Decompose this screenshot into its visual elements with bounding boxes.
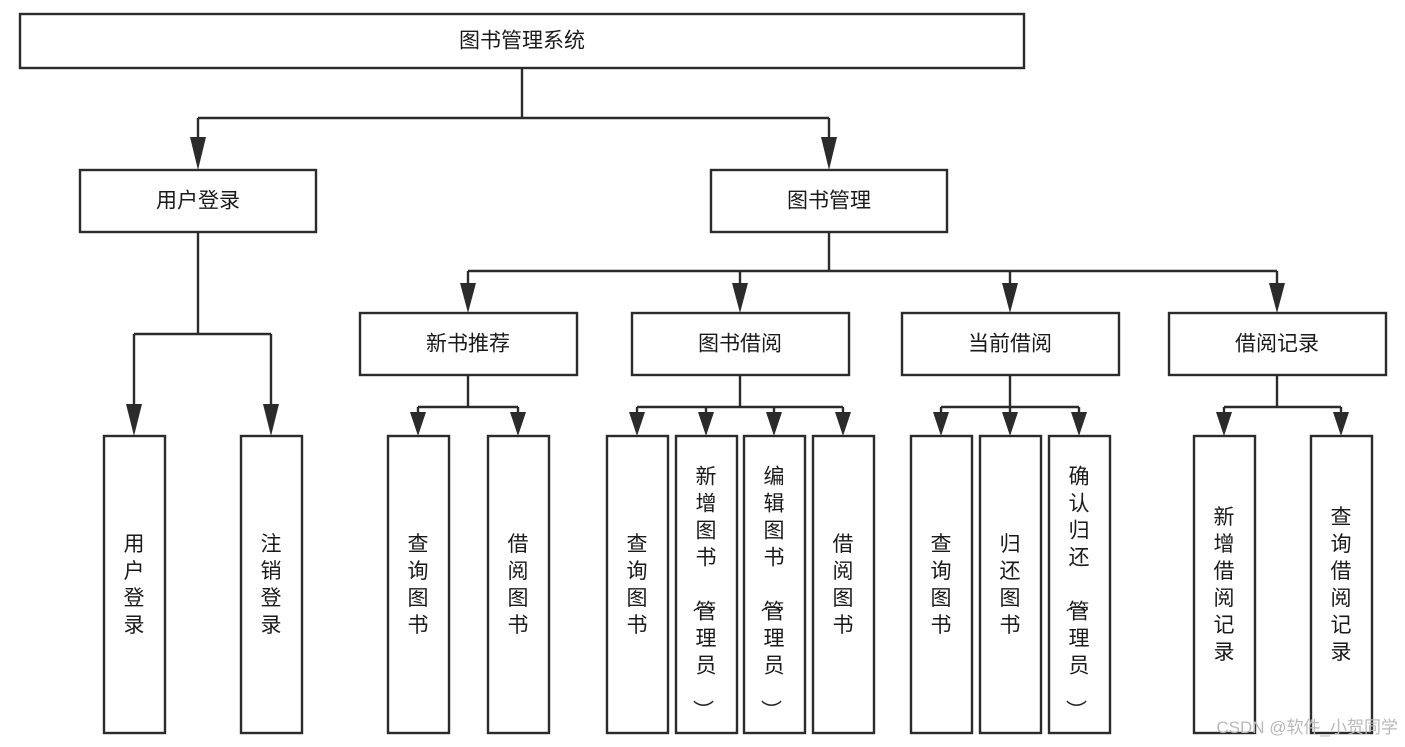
node-label-book-manage: 图书管理: [787, 190, 871, 213]
node-leaf-add-record[interactable]: 新增借阅记录: [1192, 434, 1257, 735]
node-leaf-edit-book[interactable]: 编辑图书（管理员）: [742, 434, 807, 735]
connector-layer: [126, 68, 1349, 436]
arrow-head-icon: [835, 412, 851, 436]
node-leaf-query-book-1[interactable]: 查询图书: [386, 434, 451, 735]
arrow-head-icon: [1269, 283, 1285, 313]
node-leaf-confirm-return[interactable]: 确认归还（管理员）: [1047, 434, 1112, 735]
node-leaf-user-login[interactable]: 用户登录: [102, 434, 167, 735]
node-label-leaf-query-book-2: 查询图书: [627, 533, 648, 637]
node-label-leaf-confirm-return: 确认归还（管理员）: [1064, 466, 1090, 721]
connector-root-to-level2: [190, 68, 837, 170]
connector-user-login-to-leaves: [126, 232, 279, 436]
node-label-current-borrow: 当前借阅: [968, 333, 1052, 356]
node-label-leaf-user-logout: 注销登录: [261, 533, 282, 637]
node-label-leaf-return-book: 归还图书: [1000, 533, 1021, 637]
node-book-manage[interactable]: 图书管理: [709, 168, 949, 234]
connector-borrow-record-to-leaves: [1216, 375, 1349, 436]
arrow-head-icon: [698, 412, 714, 436]
node-leaf-return-book[interactable]: 归还图书: [978, 434, 1043, 735]
node-leaf-borrow-book-1[interactable]: 借阅图书: [486, 434, 551, 735]
node-borrow-record[interactable]: 借阅记录: [1167, 311, 1388, 377]
node-user-login[interactable]: 用户登录: [78, 168, 318, 234]
node-label-leaf-borrow-book-1: 借阅图书: [508, 533, 529, 637]
node-new-book-rec[interactable]: 新书推荐: [358, 311, 579, 377]
arrow-head-icon: [1333, 412, 1349, 436]
node-label-book-borrow: 图书借阅: [698, 333, 782, 356]
arrow-head-icon: [821, 137, 837, 170]
arrow-head-icon: [1002, 283, 1018, 313]
node-label-leaf-edit-book: 编辑图书（管理员）: [759, 466, 785, 721]
node-leaf-user-logout[interactable]: 注销登录: [239, 434, 304, 735]
connector-book-borrow-to-leaves: [629, 375, 851, 436]
connector-book-manage-to-level3: [460, 232, 1285, 313]
arrow-head-icon: [1216, 412, 1232, 436]
node-label-user-login: 用户登录: [156, 190, 240, 213]
node-current-borrow[interactable]: 当前借阅: [900, 311, 1121, 377]
node-label-borrow-record: 借阅记录: [1235, 333, 1319, 356]
csdn-watermark: CSDN @软件_小贺同学: [1216, 718, 1398, 737]
connector-current-borrow-to-leaves: [933, 375, 1087, 436]
arrow-head-icon: [629, 412, 645, 436]
node-label-leaf-query-record: 查询借阅记录: [1331, 506, 1352, 664]
arrow-head-icon: [766, 412, 782, 436]
node-label-leaf-add-book: 新增图书（管理员）: [691, 466, 717, 721]
arrow-head-icon: [263, 404, 279, 436]
arrow-head-icon: [1002, 412, 1018, 436]
node-leaf-query-book-2[interactable]: 查询图书: [605, 434, 670, 735]
arrow-head-icon: [1071, 412, 1087, 436]
connector-new-book-rec-to-leaves: [410, 375, 526, 436]
node-label-root-system: 图书管理系统: [459, 30, 585, 53]
node-leaf-query-book-3[interactable]: 查询图书: [909, 434, 974, 735]
node-label-leaf-query-book-3: 查询图书: [931, 533, 952, 637]
node-label-leaf-query-book-1: 查询图书: [408, 533, 429, 637]
node-book-borrow[interactable]: 图书借阅: [630, 311, 851, 377]
node-root-system[interactable]: 图书管理系统: [18, 12, 1026, 70]
arrow-head-icon: [510, 412, 526, 436]
node-leaf-add-book[interactable]: 新增图书（管理员）: [674, 434, 739, 735]
node-label-leaf-add-record: 新增借阅记录: [1214, 506, 1235, 664]
arrow-head-icon: [460, 283, 476, 313]
arrow-head-icon: [126, 404, 142, 436]
node-leaf-borrow-book-2[interactable]: 借阅图书: [811, 434, 876, 735]
node-label-leaf-user-login: 用户登录: [124, 533, 145, 637]
arrow-head-icon: [933, 412, 949, 436]
arrow-head-icon: [410, 412, 426, 436]
arrow-head-icon: [732, 283, 748, 313]
arrow-head-icon: [190, 137, 206, 170]
node-label-leaf-borrow-book-2: 借阅图书: [833, 533, 854, 637]
node-label-new-book-rec: 新书推荐: [426, 333, 510, 356]
node-leaf-query-record[interactable]: 查询借阅记录: [1309, 434, 1374, 735]
